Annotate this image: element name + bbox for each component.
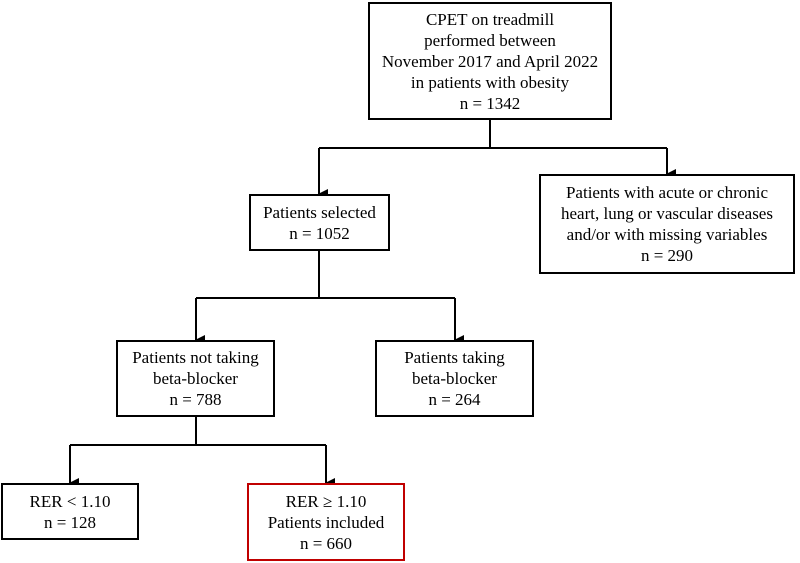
not-bb-line-2: beta-blocker bbox=[153, 369, 238, 388]
excluded-line-1: Patients with acute or chronic bbox=[565, 183, 769, 202]
selected-label: Patients selected bbox=[263, 202, 376, 222]
excluded-count: n = 290 bbox=[640, 246, 694, 265]
bb-line-1: Patients taking bbox=[404, 348, 505, 367]
selected-count: n = 1052 bbox=[289, 223, 350, 243]
selected-box: Patients selected n = 1052 bbox=[249, 194, 390, 251]
excluded-line-2: heart, lung or vascular diseases bbox=[561, 204, 773, 223]
excluded-line-3: and/or with missing variables bbox=[566, 225, 768, 244]
rer-low-label: RER < 1.10 bbox=[29, 491, 111, 511]
bb-line-2: beta-blocker bbox=[412, 369, 497, 388]
bb-count: n = 264 bbox=[428, 390, 481, 409]
rer-low-box: RER < 1.10 n = 128 bbox=[1, 483, 139, 540]
rer-low-count: n = 128 bbox=[43, 512, 97, 532]
bb-box: Patients taking beta-blocker n = 264 bbox=[375, 340, 534, 417]
not-bb-box: Patients not taking beta-blocker n = 788 bbox=[116, 340, 275, 417]
not-bb-line-1: Patients not taking bbox=[132, 348, 259, 367]
rer-high-count: n = 660 bbox=[299, 533, 353, 553]
cpet-line-2: performed between bbox=[424, 30, 556, 50]
excluded-box: Patients with acute or chronic heart, lu… bbox=[539, 174, 795, 274]
cpet-line-4: in patients with obesity bbox=[410, 72, 570, 92]
not-bb-count: n = 788 bbox=[169, 390, 222, 409]
cpet-count: n = 1342 bbox=[459, 93, 521, 113]
rer-high-included: Patients included bbox=[267, 512, 385, 532]
rer-high-label: RER ≥ 1.10 bbox=[285, 491, 367, 511]
cpet-line-1: CPET on treadmill bbox=[425, 9, 555, 29]
cpet-box: CPET on treadmill performed between Nove… bbox=[368, 2, 612, 120]
rer-high-box: RER ≥ 1.10 Patients included n = 660 bbox=[247, 483, 405, 561]
cpet-line-3: November 2017 and April 2022 bbox=[381, 51, 599, 71]
